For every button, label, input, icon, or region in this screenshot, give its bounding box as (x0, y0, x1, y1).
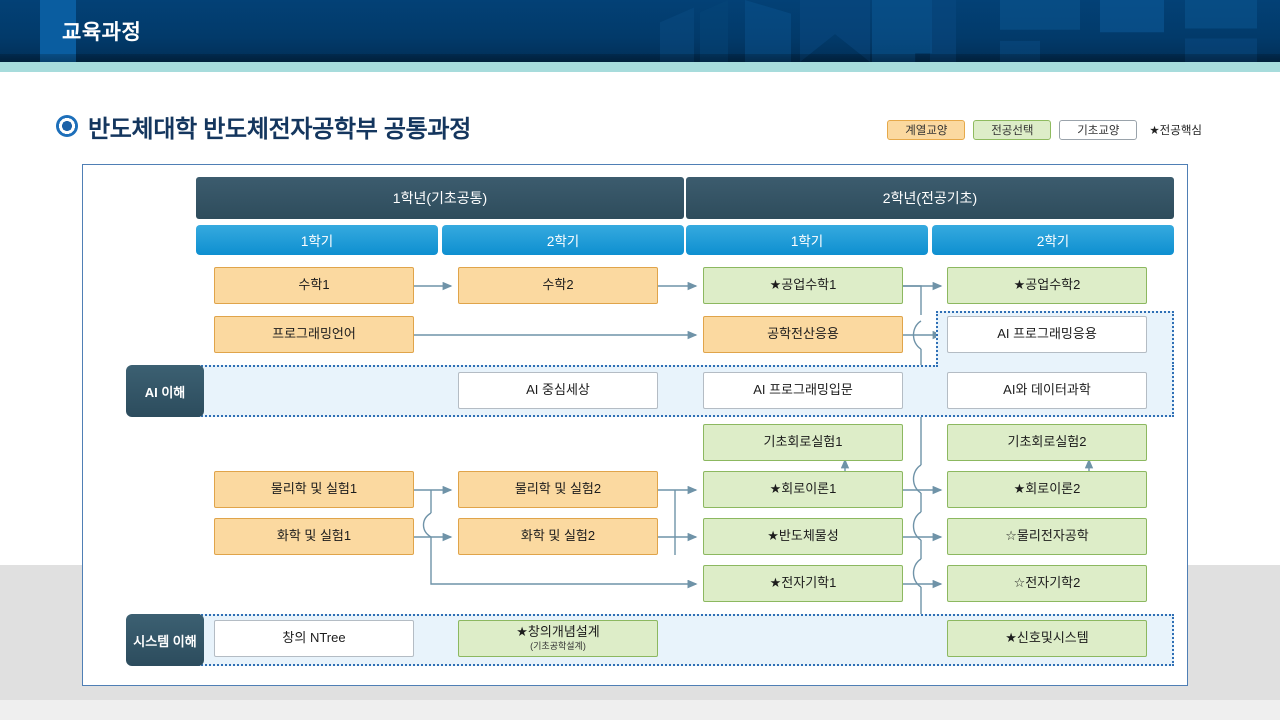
course-box-전자기학2[interactable]: ☆전자기학2 (947, 565, 1147, 602)
course-label: 기초회로실험2 (1007, 434, 1087, 450)
header-deco-shape (872, 0, 932, 62)
course-label: AI 프로그래밍입문 (753, 382, 853, 398)
course-label: 창의 NTree (282, 630, 346, 646)
header-deco-shape (1100, 0, 1164, 33)
course-box-공학전산응용[interactable]: 공학전산응용 (703, 316, 903, 353)
group-label-system: 시스템 이해 (126, 614, 204, 666)
course-label: ★전자기학1 (769, 575, 837, 591)
course-label: 기초회로실험1 (763, 434, 843, 450)
semester-header-2-1: 1학기 (686, 225, 928, 255)
curriculum-canvas: AI 이해 시스템 이해 1학년(기초공통) 2학년(전공기초) 1학기 2학기… (83, 165, 1189, 687)
course-box-수학1[interactable]: 수학1 (214, 267, 414, 304)
app-header: 교육과정 (0, 0, 1280, 62)
header-deco-shape (660, 7, 694, 62)
course-label: ★창의개념설계 (516, 624, 600, 640)
course-label: 수학1 (298, 277, 330, 293)
course-label: AI 중심세상 (526, 382, 590, 398)
header-deco-shape (800, 0, 870, 62)
course-box-공업수학1[interactable]: ★공업수학1 (703, 267, 903, 304)
legend: 계열교양 전공선택 기초교양 ★전공핵심 (887, 120, 1202, 140)
course-box-기초회로실험1[interactable]: 기초회로실험1 (703, 424, 903, 461)
course-box-AI와데이터과학[interactable]: AI와 데이터과학 (947, 372, 1147, 409)
header-deco-shape (1185, 38, 1257, 62)
course-box-AI중심세상[interactable]: AI 중심세상 (458, 372, 658, 409)
header-shadow (0, 54, 1280, 62)
legend-item-basic-general: 기초교양 (1059, 120, 1138, 140)
course-box-AI프로그래밍입문[interactable]: AI 프로그래밍입문 (703, 372, 903, 409)
page-title: 반도체대학 반도체전자공학부 공통과정 (88, 115, 471, 143)
course-label: AI 프로그래밍응용 (997, 326, 1097, 342)
course-box-물리학및실험1[interactable]: 물리학 및 실험1 (214, 471, 414, 508)
legend-item-major-core: ★전공핵심 (1149, 125, 1202, 137)
year-header-2-label: 2학년(전공기초) (882, 190, 978, 206)
course-box-전자기학1[interactable]: ★전자기학1 (703, 565, 903, 602)
year-header-1: 1학년(기초공통) (196, 177, 684, 219)
header-deco-shape (930, 0, 956, 62)
course-box-물리학및실험2[interactable]: 물리학 및 실험2 (458, 471, 658, 508)
course-box-수학2[interactable]: 수학2 (458, 267, 658, 304)
course-label: ★공업수학2 (1013, 277, 1081, 293)
semester-header-2-2: 2학기 (932, 225, 1174, 255)
course-box-프로그래밍언어[interactable]: 프로그래밍언어 (214, 316, 414, 353)
course-box-물리전자공학[interactable]: ☆물리전자공학 (947, 518, 1147, 555)
course-box-화학및실험2[interactable]: 화학 및 실험2 (458, 518, 658, 555)
course-label: ☆전자기학2 (1013, 575, 1081, 591)
course-label: 수학2 (542, 277, 574, 293)
group-label-ai: AI 이해 (126, 365, 204, 417)
page-title-row: 반도체대학 반도체전자공학부 공통과정 (0, 104, 1280, 148)
year-header-2: 2학년(전공기초) (686, 177, 1174, 219)
course-box-창의NTree[interactable]: 창의 NTree (214, 620, 414, 657)
course-box-회로이론2[interactable]: ★회로이론2 (947, 471, 1147, 508)
course-label: 프로그래밍언어 (272, 326, 356, 342)
group-label-system-text: 시스템 이해 (133, 633, 197, 649)
course-label: ★신호및시스템 (1005, 630, 1089, 646)
semester-header-1-2-label: 2학기 (546, 234, 580, 249)
course-label: ☆물리전자공학 (1005, 528, 1089, 544)
course-label: 공학전산응용 (767, 326, 839, 342)
header-deco-shape (1000, 40, 1040, 62)
header-title: 교육과정 (62, 21, 142, 44)
semester-header-2-1-label: 1학기 (790, 234, 824, 249)
legend-item-major-elective: 전공선택 (973, 120, 1052, 140)
background-band-bottom (0, 700, 1280, 720)
header-underline (0, 62, 1280, 72)
course-label: ★반도체물성 (767, 528, 839, 544)
header-deco-shape (700, 0, 728, 62)
semester-header-2-2-label: 2학기 (1036, 234, 1070, 249)
header-deco-shape (1000, 0, 1080, 30)
target-circle-icon (56, 115, 78, 137)
course-box-반도체물성[interactable]: ★반도체물성 (703, 518, 903, 555)
course-box-회로이론1[interactable]: ★회로이론1 (703, 471, 903, 508)
year-header-1-label: 1학년(기초공통) (392, 190, 488, 206)
legend-item-elective-general: 계열교양 (887, 120, 966, 140)
semester-header-1-2: 2학기 (442, 225, 684, 255)
course-label: ★공업수학1 (769, 277, 837, 293)
course-label: 화학 및 실험1 (276, 528, 352, 544)
course-box-신호및시스템[interactable]: ★신호및시스템 (947, 620, 1147, 657)
course-label: ★회로이론2 (1013, 481, 1081, 497)
header-accent-block (40, 0, 76, 62)
course-sublabel: (기초공학설계) (530, 641, 586, 652)
course-box-창의개념설계[interactable]: ★창의개념설계 (기초공학설계) (458, 620, 658, 657)
semester-header-1-1: 1학기 (196, 225, 438, 255)
course-label: 화학 및 실험2 (520, 528, 596, 544)
course-box-화학및실험1[interactable]: 화학 및 실험1 (214, 518, 414, 555)
course-label: 물리학 및 실험2 (514, 481, 602, 497)
course-label: 물리학 및 실험1 (270, 481, 358, 497)
group-label-ai-text: AI 이해 (144, 384, 186, 400)
course-label: AI와 데이터과학 (1003, 382, 1091, 398)
course-box-기초회로실험2[interactable]: 기초회로실험2 (947, 424, 1147, 461)
header-deco-shape (1185, 0, 1257, 29)
course-label: ★회로이론1 (769, 481, 837, 497)
curriculum-panel: AI 이해 시스템 이해 1학년(기초공통) 2학년(전공기초) 1학기 2학기… (82, 164, 1188, 686)
course-box-공업수학2[interactable]: ★공업수학2 (947, 267, 1147, 304)
course-box-AI프로그래밍응용[interactable]: AI 프로그래밍응용 (947, 316, 1147, 353)
semester-header-1-1-label: 1학기 (300, 234, 334, 249)
header-deco-shape (745, 0, 791, 62)
